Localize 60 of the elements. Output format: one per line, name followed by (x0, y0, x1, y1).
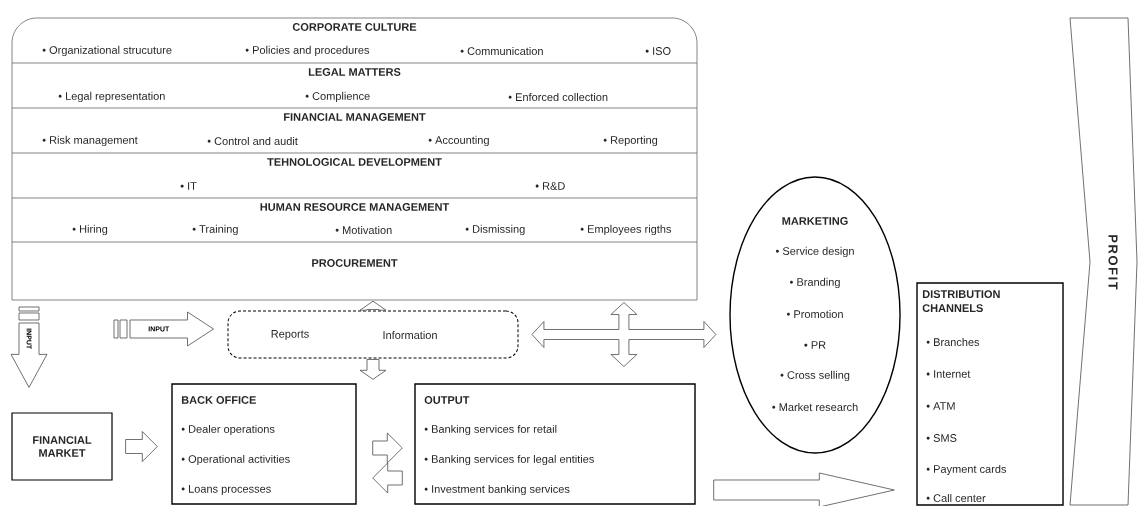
list-item: • Risk management (42, 135, 138, 147)
block-arrow (372, 462, 403, 494)
block-arrow (125, 431, 158, 462)
profit-label: PROFIT (1108, 235, 1118, 290)
list-item: • Loans processes (181, 485, 271, 495)
list-item: • Branding (790, 277, 840, 289)
box-title: DISTRIBUTION CHANNELS (922, 290, 1000, 312)
band-heading: CORPORATE CULTURE (292, 23, 417, 31)
band-heading: LEGAL MATTERS (308, 68, 401, 76)
list-item: • Internet (926, 370, 971, 378)
list-item: • SMS (926, 434, 957, 442)
list-item: • Policies and procedures (245, 45, 370, 57)
list-item: • Dealer operations (181, 424, 275, 436)
list-item: • Enforced collection (508, 92, 608, 102)
list-item: • Dismissing (465, 224, 525, 236)
list-item: • Training (192, 224, 238, 236)
list-item: • ATM (926, 402, 955, 410)
list-item: • ISO (645, 47, 671, 55)
list-item: • Banking services for retail (424, 424, 557, 436)
list-item: • Complience (305, 91, 370, 103)
list-item: • Investment banking services (424, 484, 570, 496)
list-item: • Legal representation (58, 91, 165, 103)
box-title: OUTPUT (424, 396, 470, 404)
list-item: • Hiring (72, 224, 108, 236)
list-item: • Payment cards (926, 464, 1007, 476)
band-heading: FINANCIAL MANAGEMENT (284, 113, 426, 121)
band-heading: PROCUREMENT (312, 259, 398, 267)
list-item: • Operational activities (181, 454, 290, 466)
support-activities-box (11, 17, 698, 301)
box-label: Information (383, 330, 437, 340)
process-box: FINANCIAL MARKET (11, 412, 113, 481)
list-item: • Communication (460, 46, 543, 56)
band-heading: HUMAN RESOURCE MANAGEMENT (260, 203, 450, 211)
list-item: • Branches (926, 337, 980, 347)
list-item: • Reporting (603, 135, 658, 147)
block-arrow (359, 300, 387, 311)
ellipse-title: MARKETING (782, 217, 848, 225)
band-heading: TEHNOLOGICAL DEVELOPMENT (267, 158, 442, 166)
four-way-arrow (531, 302, 717, 367)
list-item: • Market research (772, 402, 858, 412)
list-item: • Call center (926, 493, 986, 503)
list-item: • Employees rigths (580, 224, 672, 236)
list-item: • Promotion (786, 309, 843, 319)
list-item: • Banking services for legal entities (424, 454, 594, 466)
list-item: • R&D (535, 182, 565, 190)
box-label: Reports (271, 330, 309, 340)
list-item: • Organizational strucuture (42, 45, 172, 57)
list-item: • Service design (775, 246, 854, 258)
box-title: BACK OFFICE (181, 396, 256, 404)
block-arrow (10, 306, 48, 388)
block-arrow (359, 359, 387, 380)
list-item: • Accounting (428, 135, 489, 147)
block-arrow (372, 432, 403, 464)
list-item: • IT (180, 182, 197, 190)
list-item: • Control and audit (207, 136, 298, 146)
list-item: • Cross selling (780, 370, 850, 382)
list-item: • Motivation (335, 225, 392, 235)
block-arrow (713, 472, 895, 506)
block-arrow (113, 311, 214, 347)
list-item: • PR (804, 341, 826, 349)
